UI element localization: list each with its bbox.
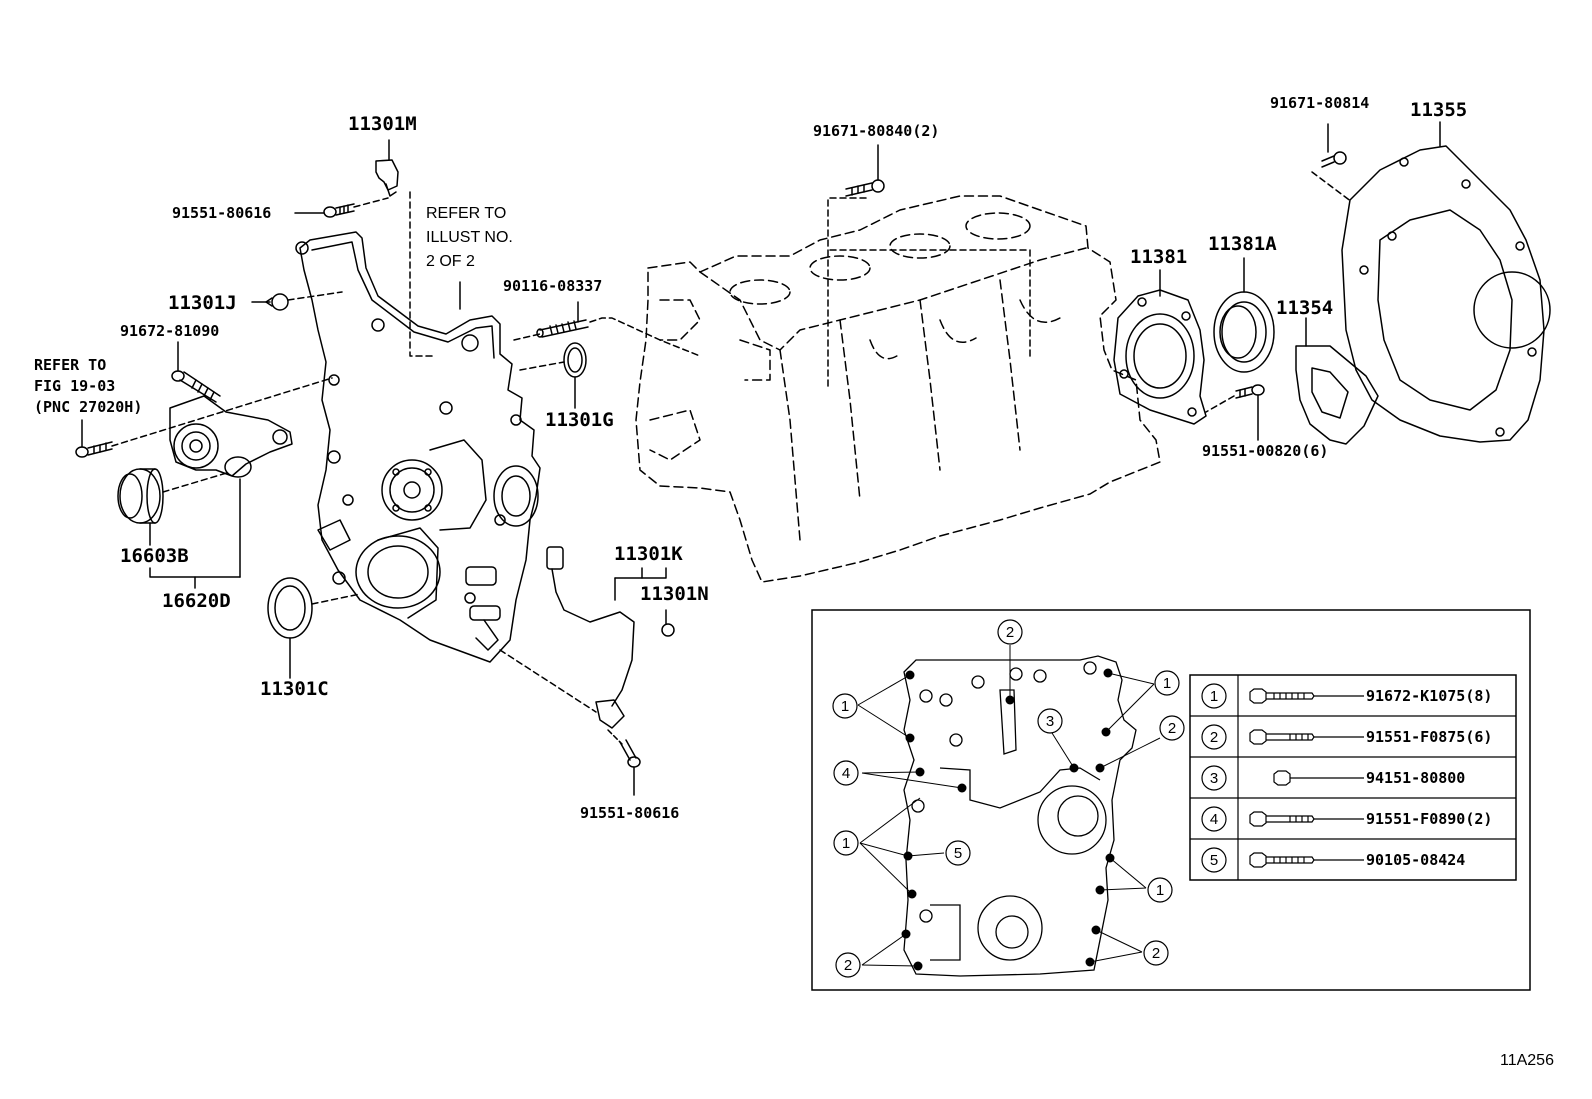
- callout-5: 5: [954, 845, 962, 862]
- label-91672-81090: 91672-81090: [120, 322, 219, 340]
- table-part-2: 91551-F0875(6): [1366, 728, 1492, 746]
- plug-11301J-drawing: [251, 291, 343, 311]
- callout-3: 3: [1046, 713, 1054, 730]
- inset-leaders: [857, 645, 1161, 967]
- bracket-16620D: [149, 567, 241, 578]
- table-key-3: 3: [1210, 770, 1218, 787]
- cylinder-block-drawing: [635, 195, 1161, 583]
- label-11301J: 11301J: [168, 292, 237, 314]
- cam-sensor-drawing: [375, 139, 399, 197]
- table-part-5: 90105-08424: [1366, 851, 1465, 869]
- callout-1: 1: [841, 698, 849, 715]
- label-91671-80814: 91671-80814: [1270, 94, 1369, 112]
- oring-11301G-drawing: [519, 342, 587, 409]
- bolt-91551-80616-bottom-drawing: [607, 729, 641, 796]
- bolt-icon: [1249, 729, 1364, 745]
- retainer-11381-drawing: [1113, 269, 1207, 425]
- inset-cover-drawing: [903, 655, 1137, 977]
- seal-11381A-drawing: [1213, 257, 1275, 373]
- plate-11354-drawing: [1295, 317, 1379, 445]
- table-bolt-icons: [1249, 688, 1364, 868]
- label-11301G: 11301G: [545, 409, 614, 431]
- callout-2: 2: [1152, 945, 1160, 962]
- figure-code: 11A256: [1500, 1052, 1554, 1069]
- bolt-location-inset: 2 1 1 3 2 4 1 5 1 2 2: [811, 609, 1531, 991]
- label-11301C: 11301C: [260, 678, 329, 700]
- label-16603B: 16603B: [120, 545, 189, 567]
- callout-2: 2: [1006, 624, 1014, 641]
- table-key-4: 4: [1210, 811, 1218, 828]
- table-part-3: 94151-80800: [1366, 769, 1465, 787]
- refer-fig-line3: (PNC 27020H): [34, 398, 142, 416]
- bolt-91551-00820-drawing: [1205, 384, 1265, 441]
- table-key-1: 1: [1210, 688, 1218, 705]
- label-16620D: 16620D: [162, 590, 231, 612]
- label-91551-80616-bottom: 91551-80616: [580, 804, 679, 822]
- inset-callout-circles: [832, 619, 1185, 978]
- label-11301N: 11301N: [640, 583, 709, 605]
- callout-2: 2: [1168, 720, 1176, 737]
- callout-1: 1: [1156, 882, 1164, 899]
- bolt-table: 1 2 3 4 5: [1189, 674, 1517, 881]
- callout-4: 4: [842, 765, 850, 782]
- callout-1: 1: [1163, 675, 1171, 692]
- callout-1: 1: [842, 835, 850, 852]
- crank-sensor-drawing: [499, 546, 675, 729]
- refer-fig-line1: REFER TO: [34, 356, 106, 374]
- refer-dashed-line: [409, 191, 433, 357]
- label-91551-80616-top: 91551-80616: [172, 204, 271, 222]
- bolt-icon: [1249, 811, 1364, 827]
- label-11381A: 11381A: [1208, 233, 1277, 255]
- inset-bolt-dots: [901, 668, 1115, 971]
- refer-illust-line1: REFER TO: [426, 205, 506, 222]
- label-11381: 11381: [1130, 246, 1187, 268]
- refer-illust-line2: ILLUST NO.: [426, 229, 513, 246]
- bolt-icon: [1249, 852, 1364, 868]
- callout-2: 2: [844, 957, 852, 974]
- nut-icon: [1273, 770, 1364, 786]
- bolt-91671-80814-drawing: [1311, 123, 1353, 203]
- table-key-2: 2: [1210, 729, 1218, 746]
- refer-fig-line2: FIG 19-03: [34, 377, 115, 395]
- label-91671-80840: 91671-80840(2): [813, 122, 939, 140]
- table-part-4: 91551-F0890(2): [1366, 810, 1492, 828]
- labels: 11301M 91551-80616 REFER TO ILLUST NO. 2…: [34, 94, 1554, 1069]
- bolt-91671-80840-drawing: [827, 144, 1031, 389]
- refer-illust-line3: 2 OF 2: [426, 253, 475, 270]
- stud-90116-08337-drawing: [513, 301, 701, 357]
- label-11301M: 11301M: [348, 113, 417, 135]
- bolt-91672-81090-drawing: [171, 341, 221, 403]
- seal-11301C-drawing: [267, 577, 361, 679]
- bolt-91551-80616-top-drawing: [294, 197, 389, 218]
- table-part-1: 91672-K1075(8): [1366, 687, 1492, 705]
- label-11301K: 11301K: [614, 543, 683, 565]
- table-key-5: 5: [1210, 852, 1218, 869]
- pulley-16603B-drawing: [117, 468, 231, 546]
- label-90116-08337: 90116-08337: [503, 277, 602, 295]
- bolt-icon: [1249, 688, 1364, 704]
- timing-cover-drawing: [295, 231, 541, 663]
- label-91551-00820: 91551-00820(6): [1202, 442, 1328, 460]
- label-11354: 11354: [1276, 297, 1333, 319]
- label-11355: 11355: [1410, 99, 1467, 121]
- inset-callout-numbers: 2 1 1 3 2 4 1 5 1 2 2: [841, 624, 1176, 974]
- end-plate-11355-drawing: [1341, 121, 1551, 443]
- tensioner-drawing: [169, 395, 293, 578]
- bolt-refer-fig-drawing: [75, 377, 333, 458]
